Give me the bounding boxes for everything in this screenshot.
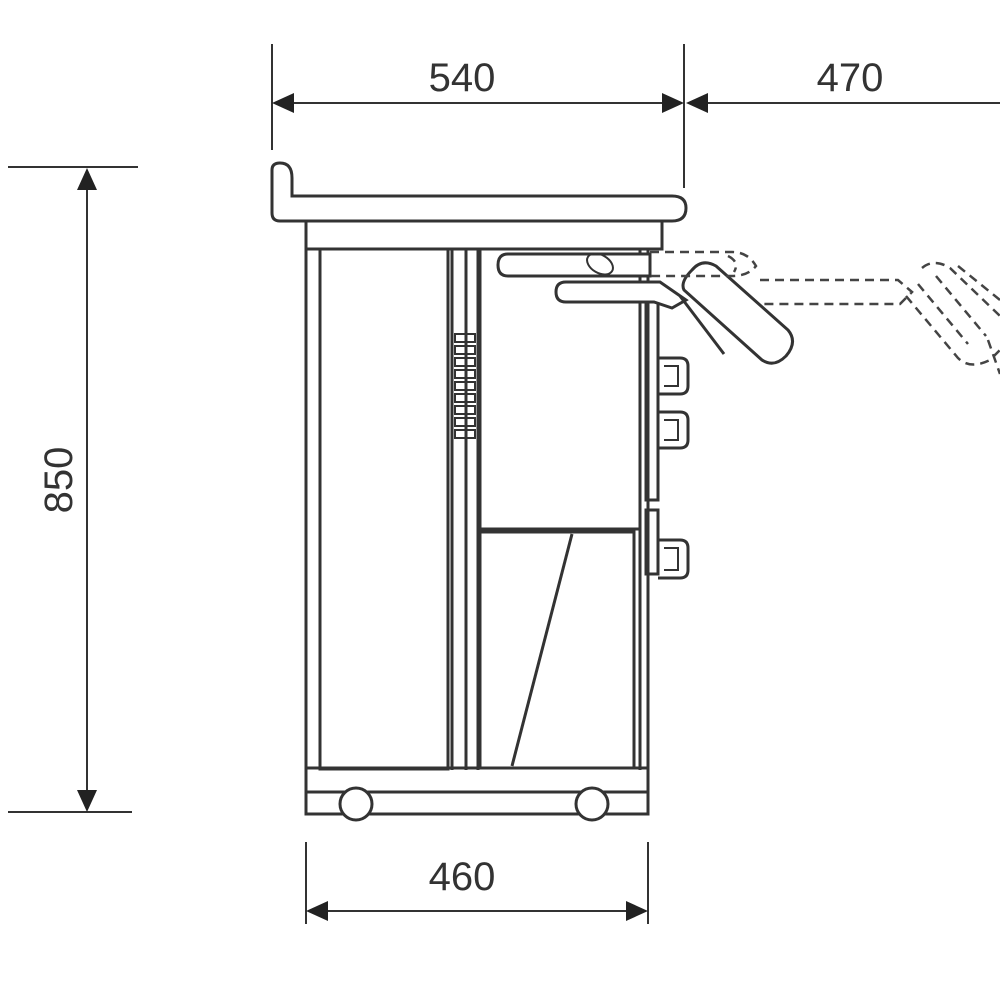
dimension-base-width: 460: [305, 842, 649, 924]
vent-slot: [454, 429, 476, 439]
instrument-tray: [681, 261, 794, 365]
arrow-left-icon: [306, 901, 328, 921]
extended-hook: [727, 254, 738, 273]
side-rail-lower: [644, 508, 660, 576]
left-door-panel: [318, 247, 450, 771]
upper-right-compartment: [478, 247, 642, 531]
dimension-label-base-width: 460: [429, 855, 496, 899]
worktop: [270, 161, 688, 223]
drawer-handle-inner: [664, 419, 679, 441]
vent-slot: [454, 405, 476, 415]
instrument-tray-lip: [678, 295, 726, 355]
dimension-label-top-width: 540: [429, 56, 496, 100]
arrow-left-icon: [686, 93, 708, 113]
drawer-handle: [658, 410, 690, 450]
extended-tray-top: [921, 261, 1000, 317]
arrow-right-icon: [626, 901, 648, 921]
worktop-apron: [304, 219, 664, 251]
extended-rod-upper: [650, 250, 758, 278]
cart: [270, 161, 1000, 822]
arrow-right-icon: [662, 93, 684, 113]
arrow-up-icon: [77, 168, 97, 190]
instrument-holder-extended: [650, 250, 1000, 375]
lower-door-diagonal: [510, 533, 574, 767]
dimension-label-tray-extension: 470: [817, 56, 884, 100]
vent-slot: [454, 417, 476, 427]
lower-right-compartment: [478, 530, 636, 770]
vent-slot: [454, 381, 476, 391]
vent-slot: [454, 369, 476, 379]
extended-tray-bottom: [905, 295, 1000, 366]
drawer-handle-inner: [664, 547, 679, 571]
holder-arm: [554, 280, 689, 310]
wheel-right: [574, 786, 610, 822]
extended-tray-inner: [935, 275, 987, 337]
dimension-tray-extension: 470: [686, 56, 1000, 113]
extended-tray-corner: [986, 339, 1000, 375]
arrow-left-icon: [272, 93, 294, 113]
extended-arm: [760, 278, 914, 306]
dimension-top-width: 540: [271, 44, 685, 188]
dimension-height: 850: [8, 166, 138, 813]
holder-ring: [586, 252, 614, 276]
vent-slot: [454, 393, 476, 403]
arrow-down-icon: [77, 790, 97, 812]
vent-slot: [454, 345, 476, 355]
base-bar-lower: [304, 790, 650, 816]
vent-slots: [454, 333, 476, 439]
drawer-handle: [658, 356, 690, 396]
holder-rod-upper: [496, 252, 652, 278]
dimension-label-height: 850: [37, 447, 81, 514]
drawer-handle-inner: [664, 365, 679, 387]
drawer-handle: [658, 538, 690, 580]
extended-tray-edge: [957, 265, 1000, 301]
vent-slot: [454, 333, 476, 343]
wheel-left: [338, 786, 374, 822]
vent-slot: [454, 357, 476, 367]
extended-tray-inner: [917, 283, 969, 345]
instrument-holder-stowed: [496, 252, 794, 365]
